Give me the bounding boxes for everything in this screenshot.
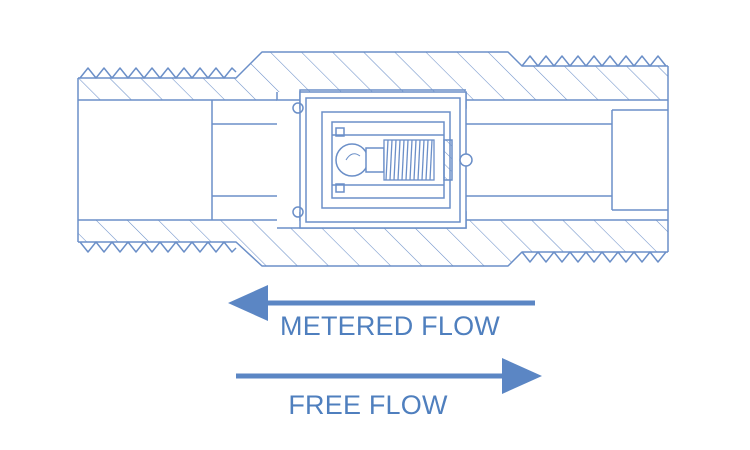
valve-outline (78, 51, 668, 79)
retaining-pin (459, 153, 473, 167)
thread-left-top (79, 67, 237, 79)
cartridge (276, 89, 473, 229)
metered-flow-label: METERED FLOW (280, 311, 500, 341)
lower-wall-section (78, 220, 668, 266)
o-ring-bottom (292, 206, 304, 218)
valve-body (77, 51, 669, 267)
free-flow-label: FREE FLOW (288, 390, 448, 420)
thread-right-bottom (521, 251, 667, 263)
valve-outline-lower (78, 241, 668, 267)
metered-flow-arrow (228, 285, 535, 321)
spring (383, 139, 435, 181)
check-ball (335, 143, 369, 177)
upper-wall-section (78, 52, 668, 100)
thread-left-bottom (79, 241, 237, 253)
o-ring-top (292, 102, 304, 114)
thread-right-top (521, 55, 667, 67)
free-flow-arrow (236, 358, 542, 394)
